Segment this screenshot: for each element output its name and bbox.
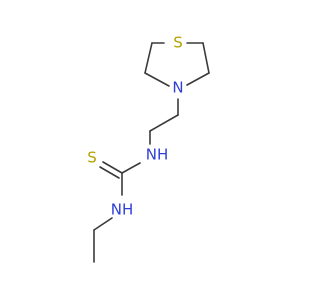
atom-n-ring: N (172, 79, 183, 97)
bond-c7-s-b (99, 166, 120, 179)
bonds (93, 42, 210, 263)
bond-nh-c7 (121, 162, 141, 174)
bond-c3-c4 (202, 42, 210, 74)
bond-n-c3 (186, 72, 210, 86)
bond-nh2-c8 (93, 217, 113, 231)
bond-c1-c2 (144, 42, 153, 74)
atom-nh-upper: NH (146, 146, 169, 164)
molecule-canvas: S N NH S NH (87, 33, 210, 263)
bond-c7-s-a (102, 161, 123, 174)
atom-s-thione: S (87, 149, 97, 167)
atom-nh-lower: NH (111, 201, 134, 219)
bond-c2-n (144, 72, 170, 87)
atom-s-ring: S (173, 34, 183, 52)
molecule-structure: S N NH S NH (87, 34, 210, 263)
bond-c5-c6 (149, 114, 179, 132)
